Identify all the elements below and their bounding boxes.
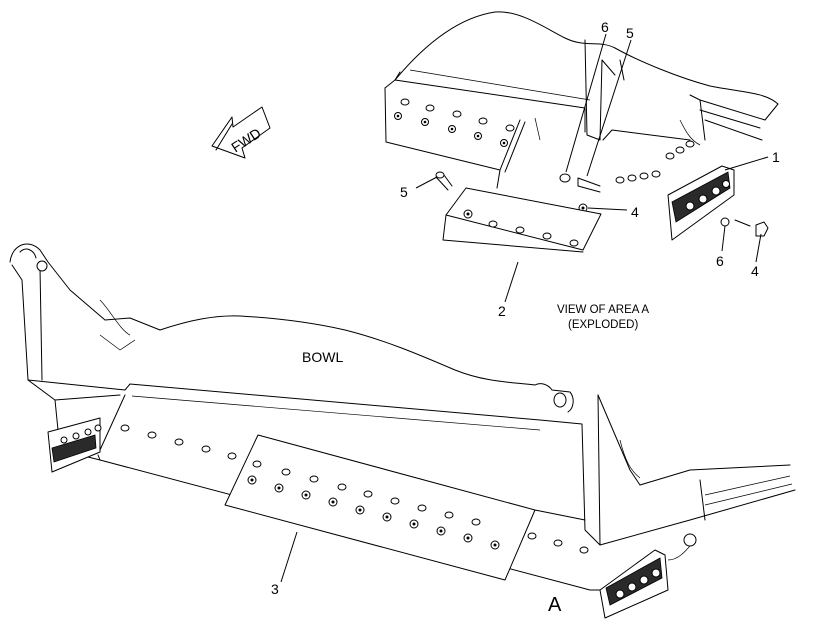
fwd-direction-arrow: FWD: [211, 106, 271, 159]
view-caption-line1: VIEW OF AREA A: [557, 304, 649, 316]
end-bit-part-1: [667, 165, 735, 241]
nut-4-right: [755, 221, 769, 237]
callout-5-top: 5: [626, 25, 634, 41]
left-pivot-hole: [36, 260, 48, 272]
right-upright: [534, 383, 796, 546]
callout-4-mid: 4: [631, 204, 639, 220]
callout-3: 3: [271, 581, 279, 597]
view-caption-line2: (EXPLODED): [568, 319, 638, 331]
right-end-bit: [599, 533, 697, 619]
main-bowl-assembly: BOWL 3 A: [9, 243, 796, 619]
cutting-edge-part-2: [442, 187, 602, 253]
plow-bolt-5-left: [435, 171, 453, 191]
washer-6-right: [720, 217, 730, 227]
right-side-cutting-edge: [527, 509, 589, 554]
upper-plate-holes: [394, 98, 515, 147]
bowl-label: BOWL: [302, 349, 343, 365]
area-a-marker: A: [548, 594, 562, 616]
cutting-edge-part-3: [224, 434, 536, 581]
callout-4-right: 4: [751, 263, 759, 279]
callout-2: 2: [498, 303, 506, 319]
callout-6-right: 6: [716, 253, 724, 269]
left-end-bit: [47, 417, 102, 473]
end-bit-bolts-exploded: [615, 140, 695, 184]
bolt-5: [577, 177, 601, 193]
left-side-cutting-edge: [99, 394, 237, 460]
callout-1: 1: [772, 149, 780, 165]
callout-5-left: 5: [400, 184, 408, 200]
callout-6-top: 6: [601, 19, 609, 35]
exploded-view: 6 5 1 5 4 6 4 2 VIEW OF AREA A (EXPLODED…: [384, 11, 780, 331]
right-pivot-hole: [553, 392, 567, 408]
washer-6: [559, 173, 571, 183]
